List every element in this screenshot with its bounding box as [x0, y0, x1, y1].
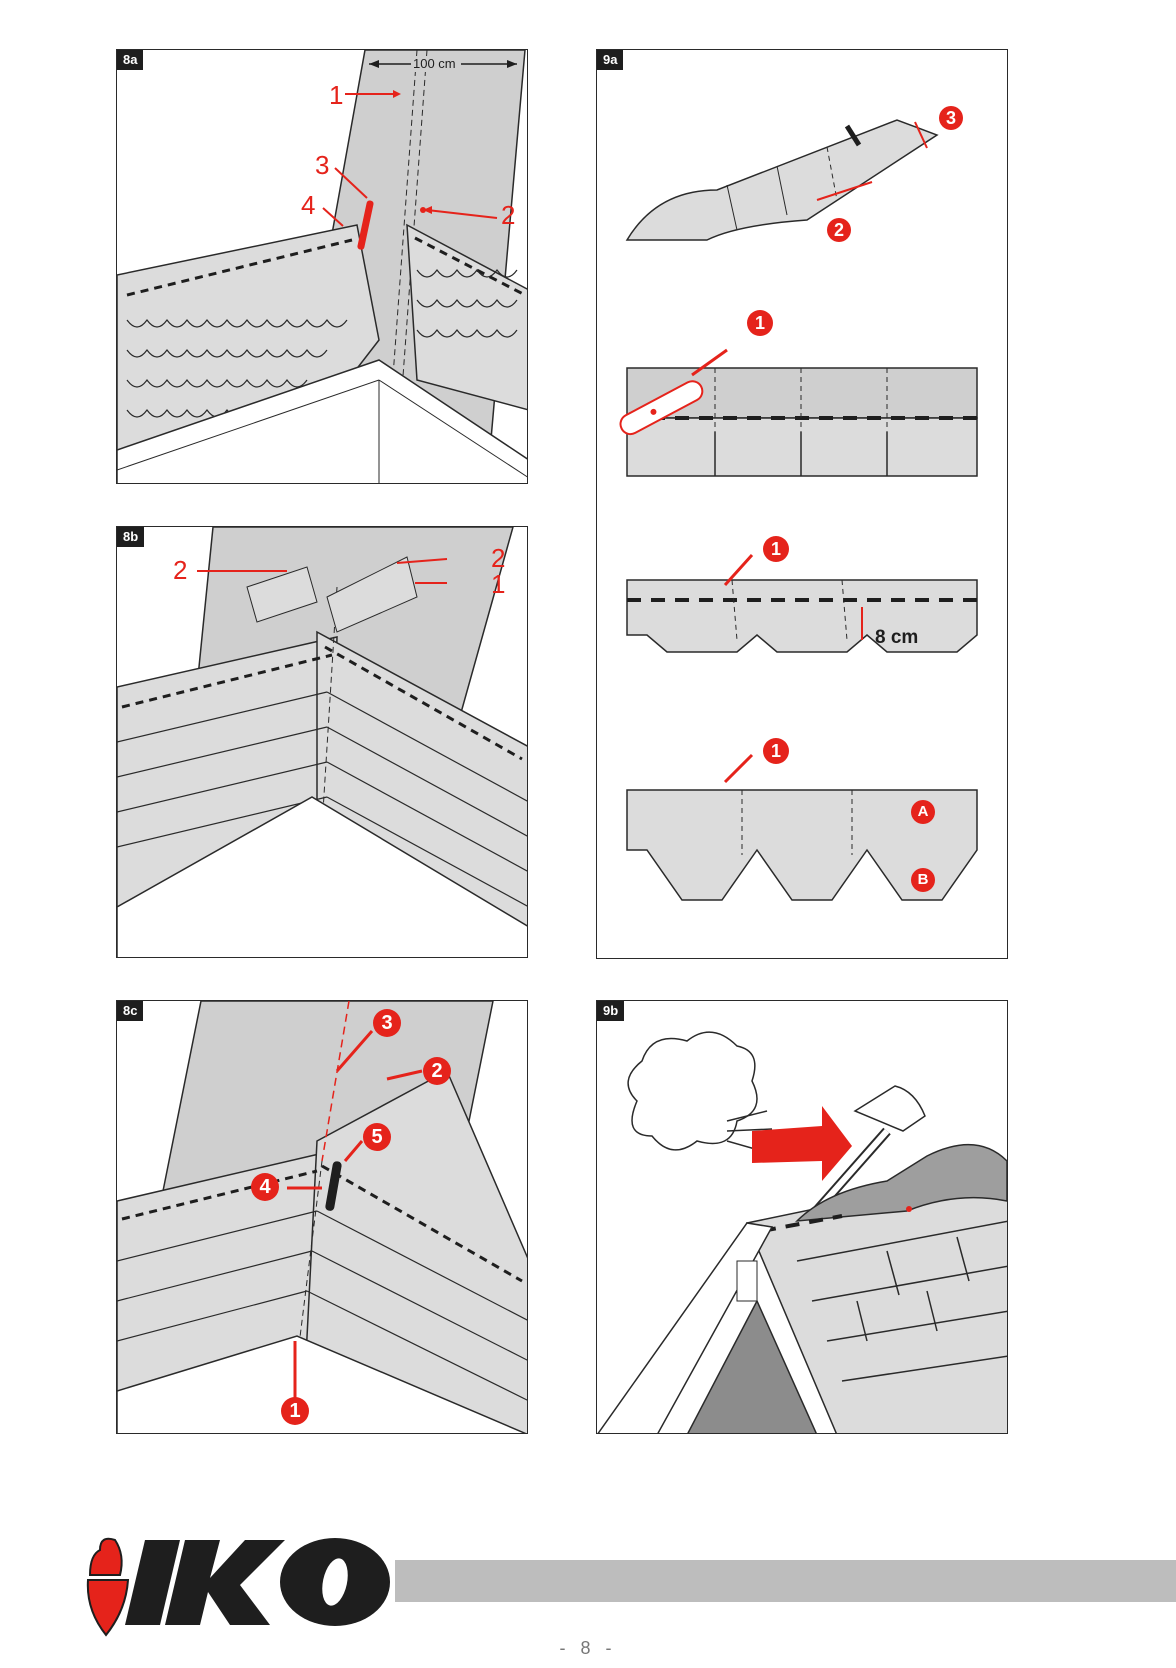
- footer-bar: [395, 1560, 1176, 1602]
- dimension-8cm-label: 8 cm: [875, 627, 919, 648]
- panel-9b: 9b: [596, 1000, 1008, 1434]
- callout-3: 3: [315, 150, 330, 180]
- callout-1: 1: [491, 569, 506, 599]
- callout-3: 3: [373, 1009, 401, 1037]
- valley-membrane-illustration: [117, 50, 527, 483]
- iko-knight-logo-icon: [86, 1537, 390, 1637]
- callout-2: 2: [423, 1057, 451, 1085]
- ridge-cap-illustration: [619, 119, 978, 901]
- iko-logo: [80, 1530, 400, 1645]
- callout-4: 4: [251, 1173, 279, 1201]
- callout-B: B: [917, 871, 929, 888]
- panel-label: 8b: [117, 527, 145, 547]
- callout-2-b: 2: [491, 543, 506, 573]
- panel-9a: 9a: [596, 49, 1008, 959]
- callout-1: 1: [281, 1397, 309, 1425]
- callout-1: 1: [329, 80, 344, 110]
- callout-1-b: 1: [763, 536, 789, 562]
- valley-shingle-layout-illustration: [117, 527, 527, 957]
- callout-5: 5: [363, 1123, 391, 1151]
- ridge-nailing-illustration: [597, 1031, 1007, 1433]
- callout-2: 2: [827, 218, 851, 242]
- callout-2-a: 2: [173, 555, 188, 585]
- dimension-width-label: 100 cm: [413, 56, 456, 71]
- callout-4: 4: [301, 190, 316, 220]
- callout-2: 2: [501, 200, 516, 230]
- panel-label: 9b: [597, 1001, 625, 1021]
- panel-8b: 8b 2 2 1: [116, 526, 528, 958]
- panel-label: 8c: [117, 1001, 144, 1021]
- page-number: - 8 -: [559, 1638, 617, 1658]
- panel-label: 9a: [597, 50, 624, 70]
- callout-1-c: 1: [763, 738, 789, 764]
- panel-label: 8a: [117, 50, 144, 70]
- callout-3: 3: [939, 106, 963, 130]
- panel-8a: 8a: [116, 49, 528, 484]
- callout-1-a: 1: [747, 310, 773, 336]
- callout-A: A: [917, 803, 929, 820]
- panel-8c: 8c 3 2 5 4 1: [116, 1000, 528, 1434]
- valley-cut-line-illustration: [117, 1001, 527, 1433]
